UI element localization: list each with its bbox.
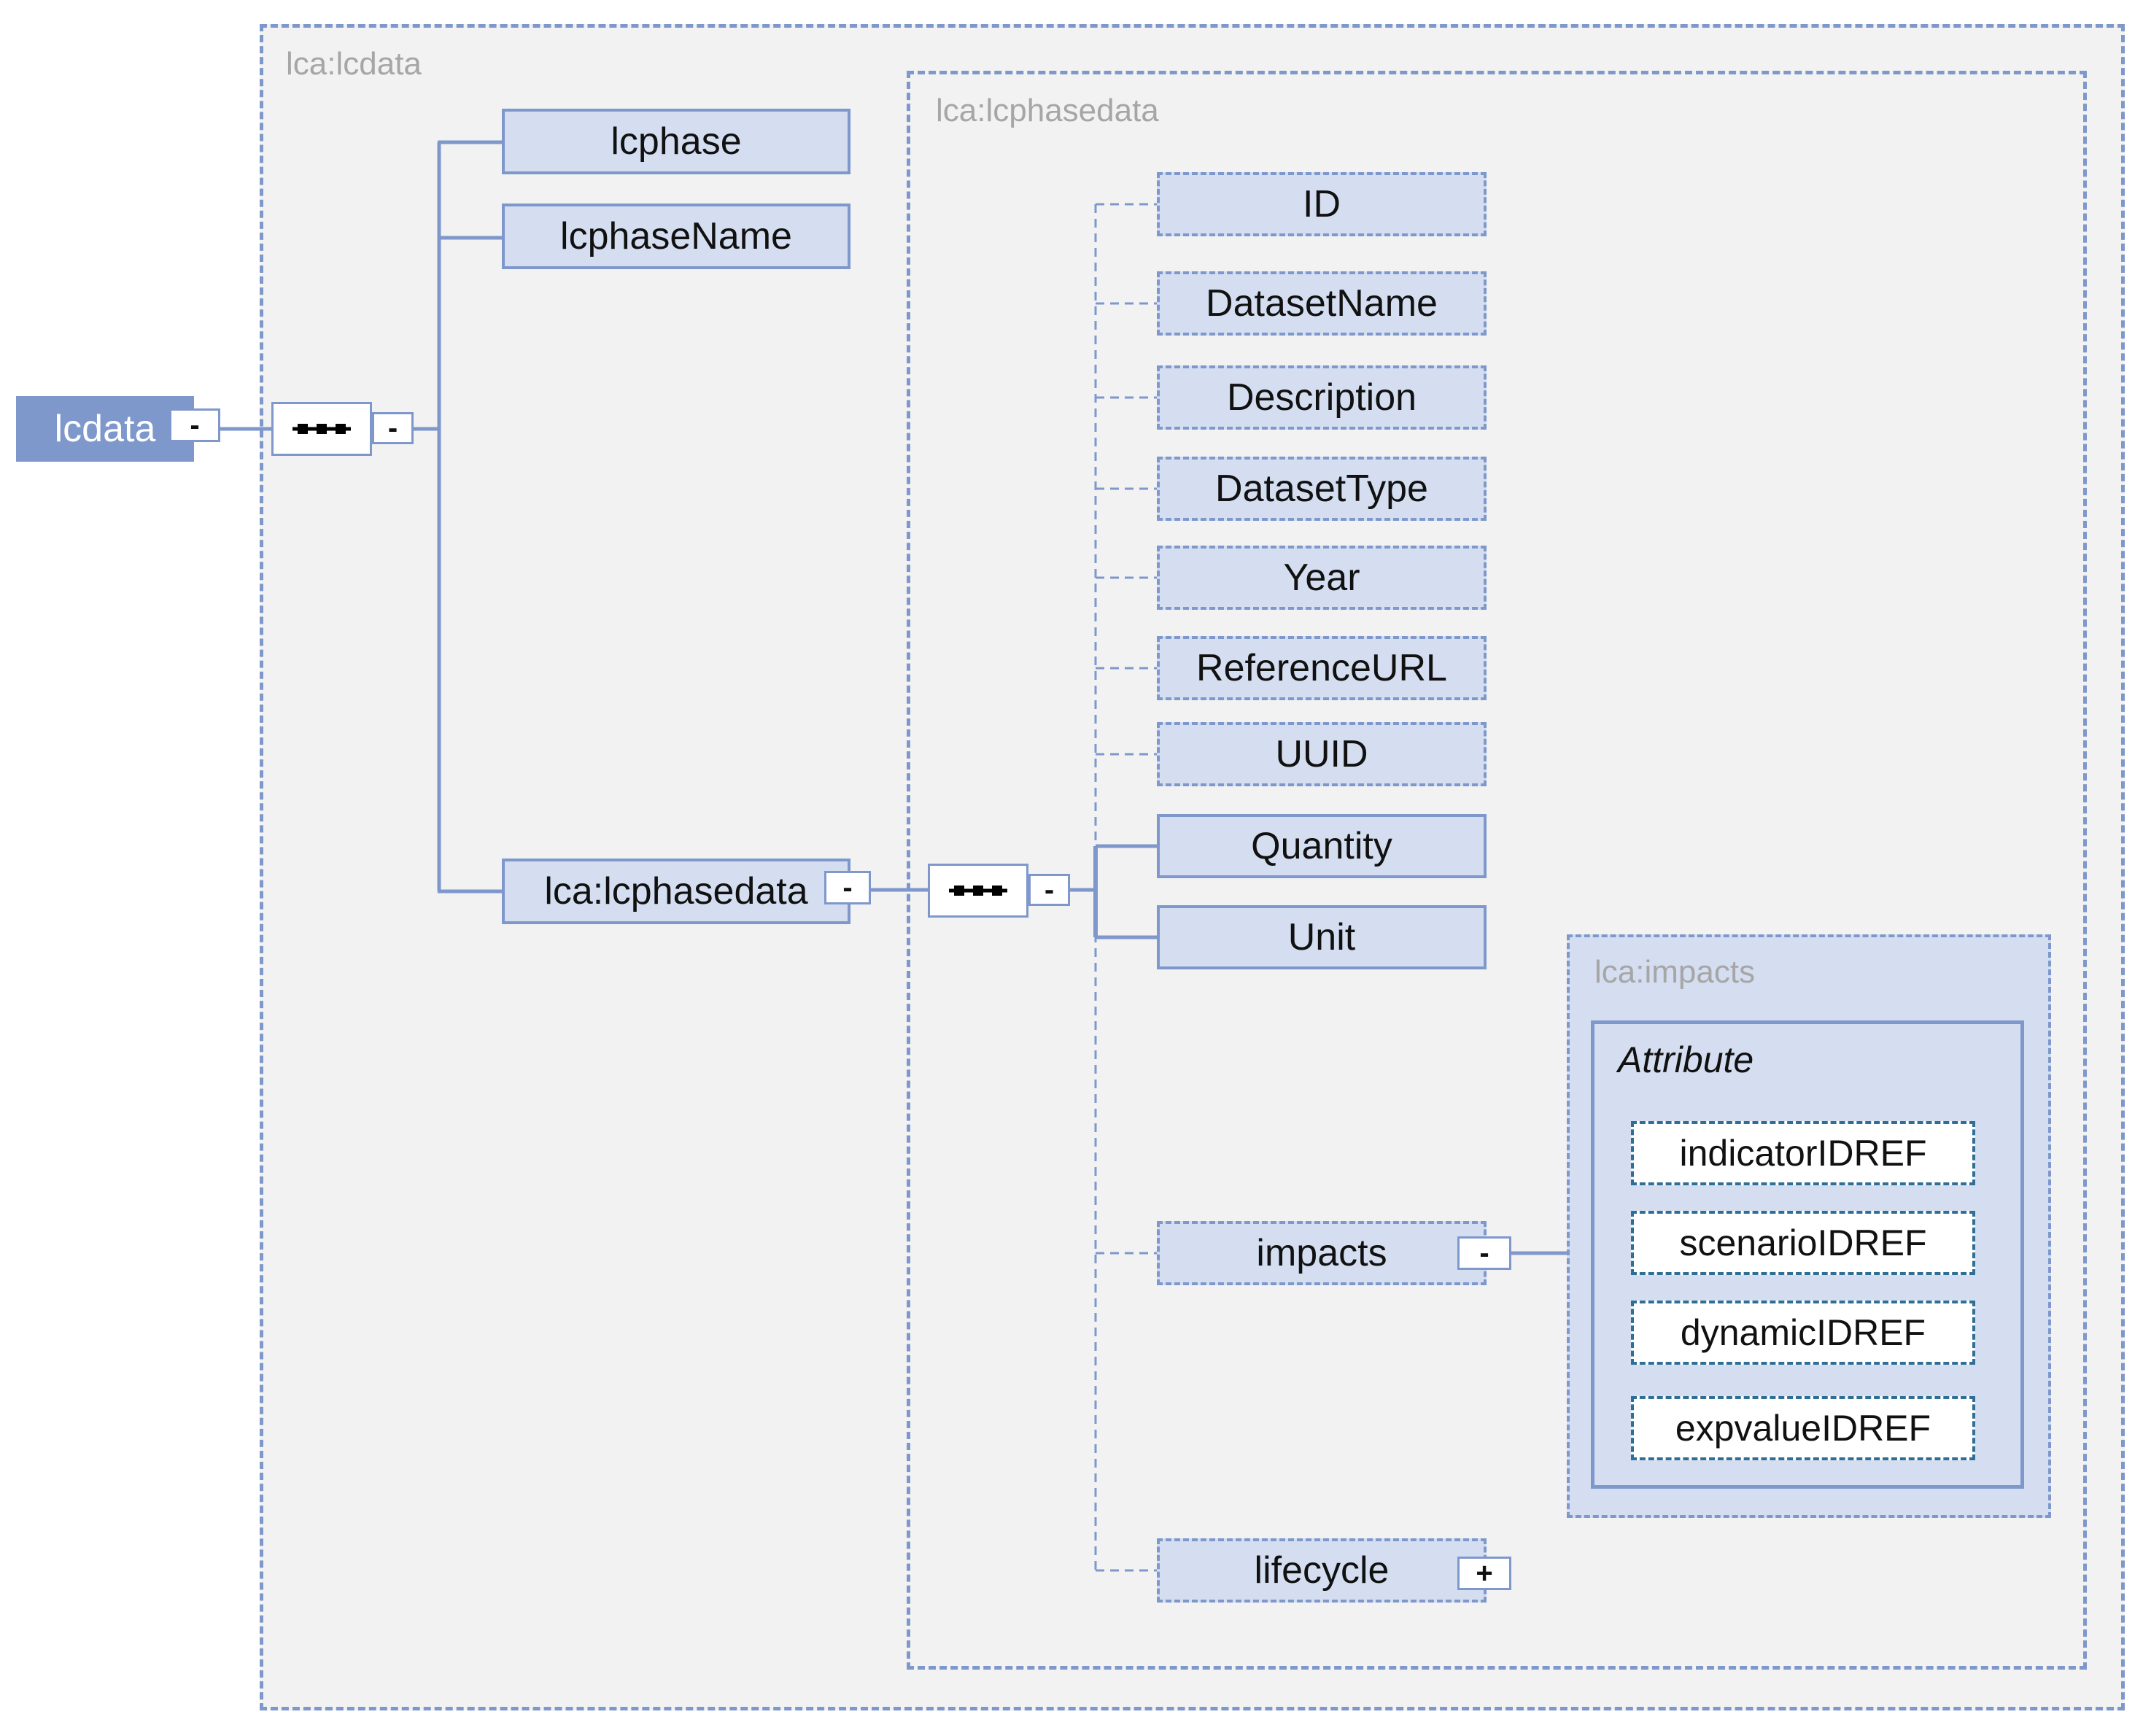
attribute-scenarioIDREF[interactable]: scenarioIDREF [1631,1211,1975,1275]
element-ReferenceURL[interactable]: ReferenceURL [1157,636,1487,700]
sequence-icon [292,424,351,434]
element-Quantity[interactable]: Quantity [1157,814,1487,878]
lcphasedata-group-label: lca:lcphasedata [936,93,1159,128]
element-Year[interactable]: Year [1157,546,1487,610]
lifecycle-expand-button[interactable]: + [1457,1557,1511,1590]
attribute-dynamicIDREF[interactable]: dynamicIDREF [1631,1301,1975,1365]
sequence-icon [949,886,1007,896]
lcphasedata-sequence-compositor[interactable] [928,864,1028,918]
attribute-indicatorIDREF[interactable]: indicatorIDREF [1631,1121,1975,1185]
lcphasedata-sequence-collapse-button[interactable]: - [1028,874,1070,906]
lcdata-sequence-compositor[interactable] [271,402,372,456]
element-Description[interactable]: Description [1157,365,1487,430]
attribute-expvalueIDREF[interactable]: expvalueIDREF [1631,1396,1975,1460]
lcphasedata-collapse-button[interactable]: - [824,871,871,904]
element-ID[interactable]: ID [1157,172,1487,236]
impacts-type-label: lca:impacts [1594,954,1756,990]
lcdata-root-node[interactable]: lcdata [16,396,194,462]
lcdata-collapse-button[interactable]: - [169,408,220,442]
attribute-title: Attribute [1618,1039,1754,1080]
lcdata-group-label: lca:lcdata [286,46,422,82]
element-DatasetName[interactable]: DatasetName [1157,271,1487,336]
lcdata-sequence-collapse-button[interactable]: - [372,412,414,444]
impacts-collapse-button[interactable]: - [1457,1236,1511,1270]
element-lcphaseName[interactable]: lcphaseName [502,204,850,269]
element-Unit[interactable]: Unit [1157,905,1487,969]
lcdata-root-label: lcdata [54,408,156,450]
element-DatasetType[interactable]: DatasetType [1157,457,1487,521]
element-lcphasedata[interactable]: lca:lcphasedata [502,859,850,924]
element-lifecycle[interactable]: lifecycle [1157,1538,1487,1603]
element-UUID[interactable]: UUID [1157,722,1487,786]
element-lcphase[interactable]: lcphase [502,109,850,174]
element-impacts[interactable]: impacts [1157,1221,1487,1285]
